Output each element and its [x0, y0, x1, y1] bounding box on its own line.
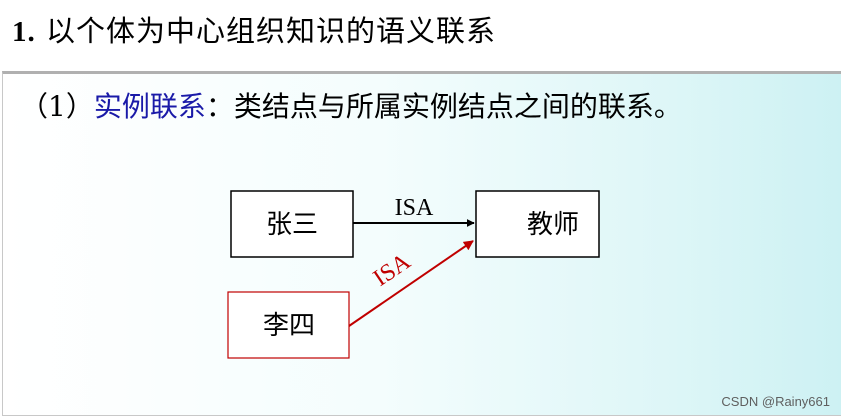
content-panel [2, 71, 841, 416]
node-zhangsan: 张三 [230, 190, 354, 258]
item-description: 类结点与所属实例结点之间的联系。 [233, 90, 682, 123]
item-term: 实例联系 [93, 90, 206, 123]
item-colon: ： [205, 90, 234, 123]
edge-zhangsan-teacher-label: ISA [395, 195, 434, 221]
watermark: CSDN @Rainy661 [721, 394, 830, 409]
title-text: 以个体为中心组织知识的语义联系 [45, 14, 496, 48]
item-prefix: （1） [20, 90, 94, 123]
node-lisi: 李四 [227, 291, 350, 359]
instance-relation-line: （1）实例联系：类结点与所属实例结点之间的联系。 [20, 85, 682, 125]
node-zhangsan-label: 张三 [266, 210, 318, 240]
edge-lisi-teacher [348, 240, 474, 327]
slide-title: 1. 以个体为中心组织知识的语义联系 [12, 8, 496, 50]
title-number: 1. [12, 16, 36, 48]
node-lisi-label: 李四 [263, 311, 315, 341]
node-teacher-label: 教师 [527, 210, 579, 240]
node-teacher: 教师 [475, 190, 600, 258]
